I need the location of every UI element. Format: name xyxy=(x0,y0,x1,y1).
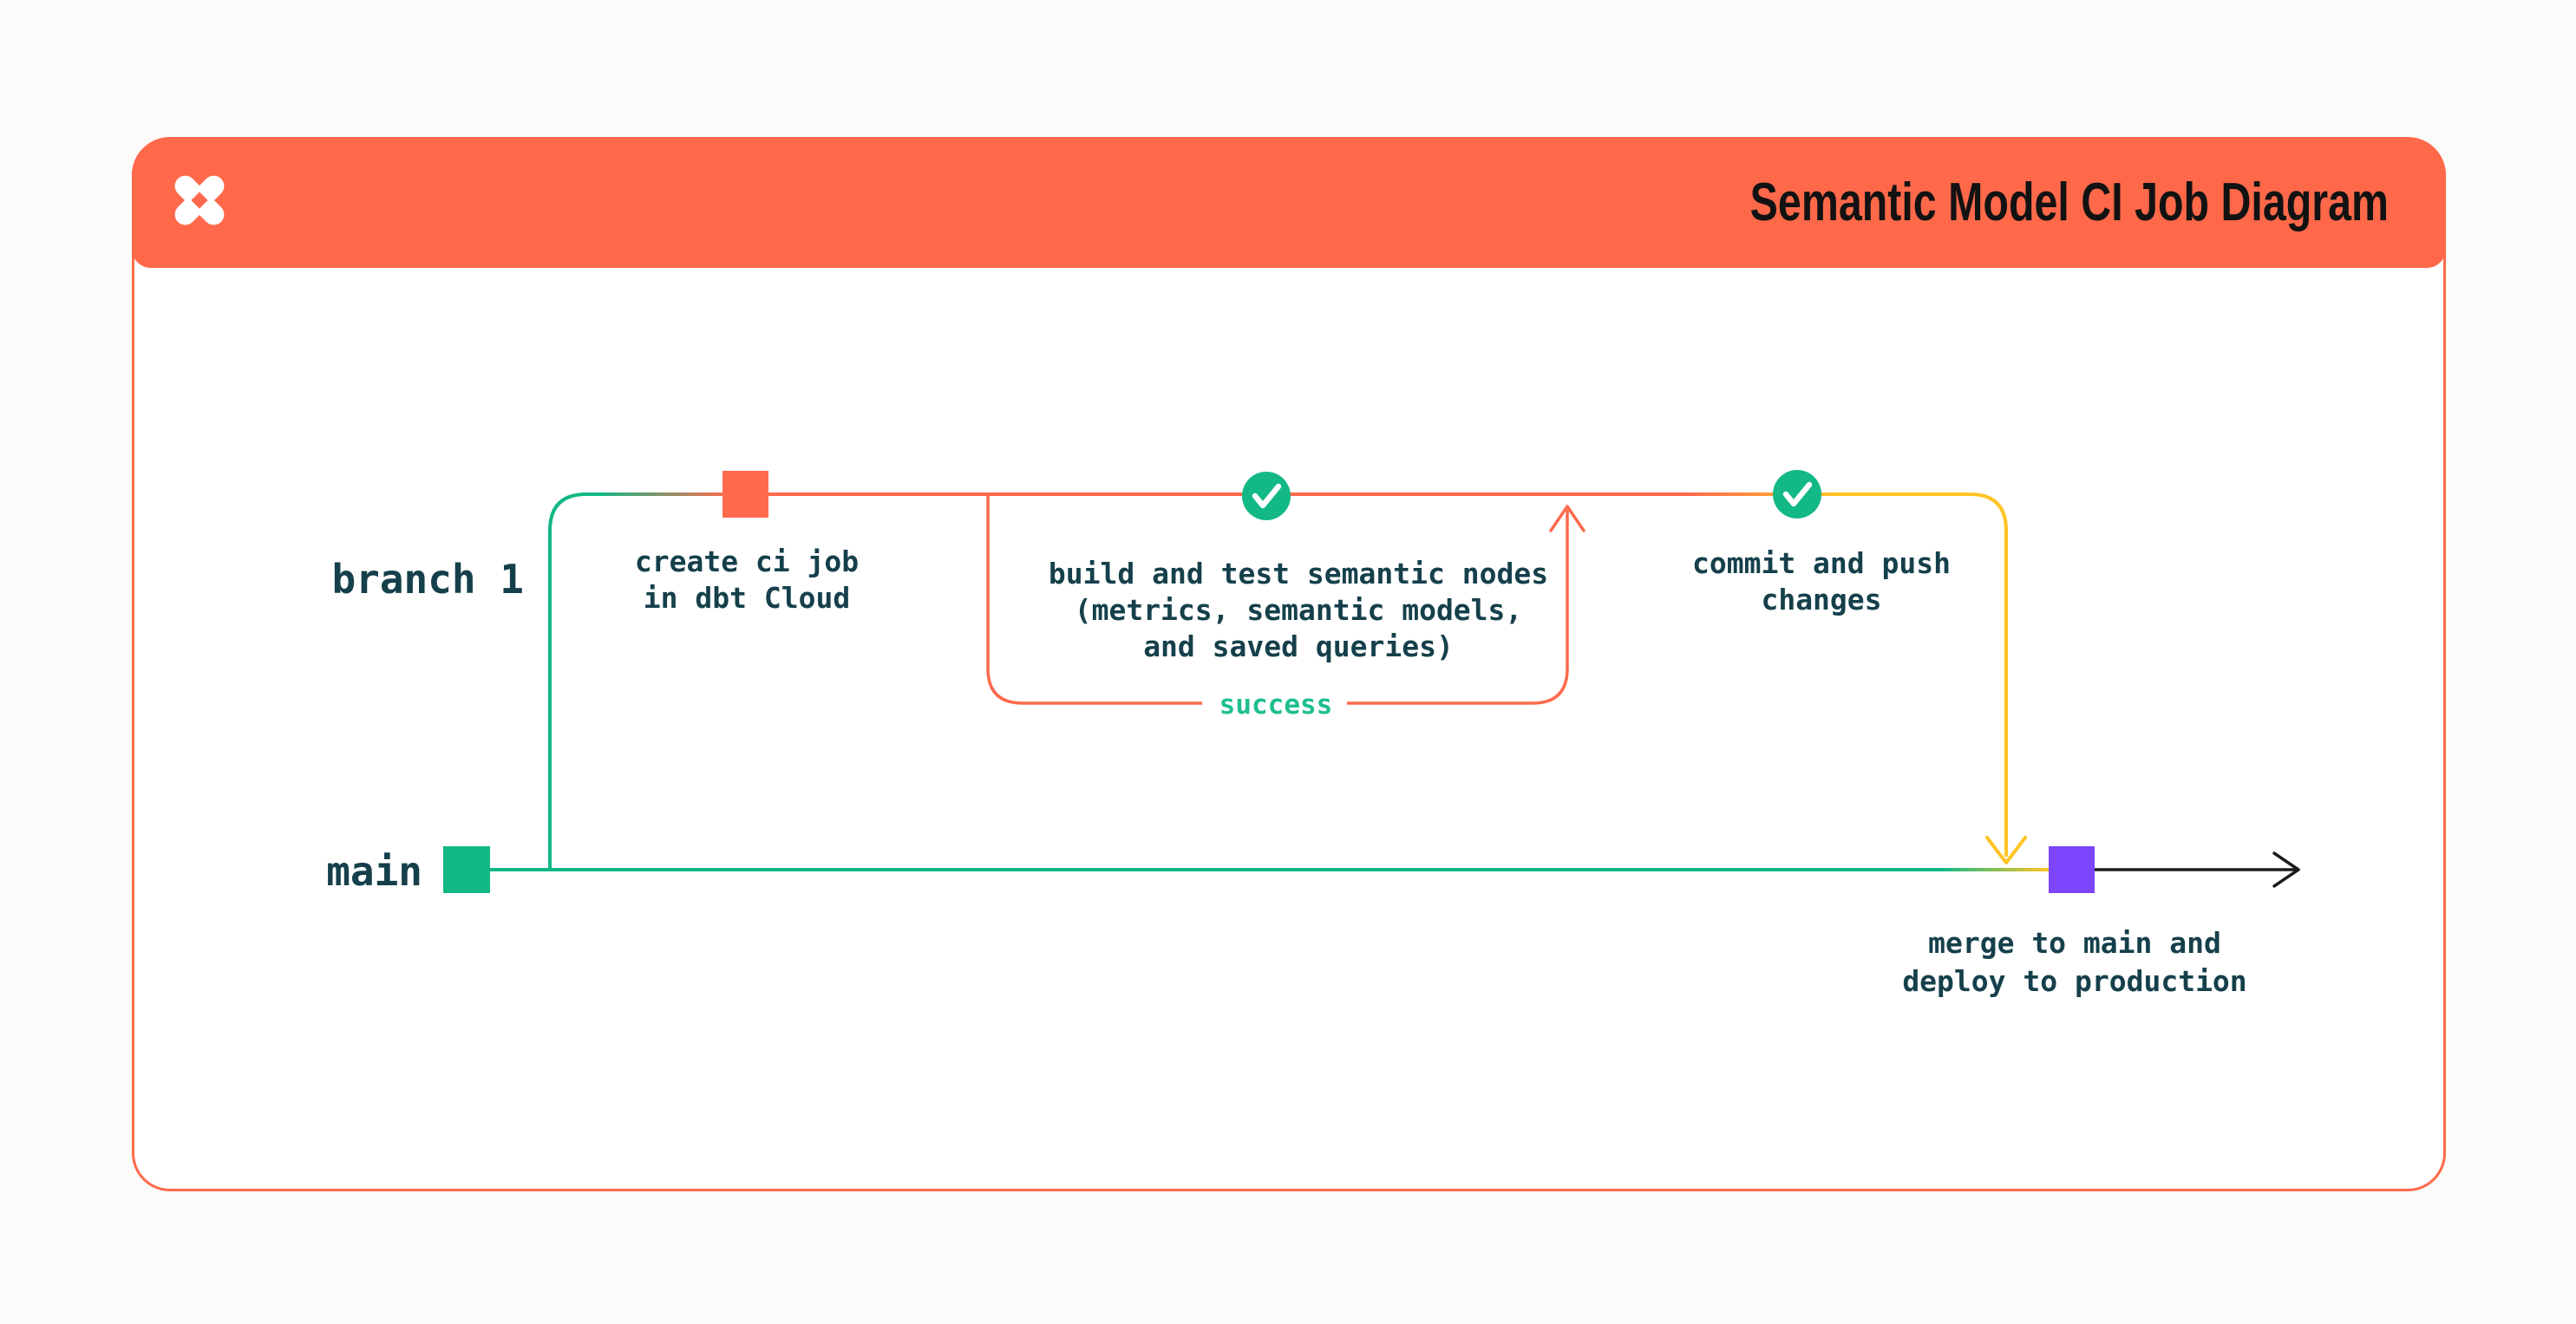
merge-text-line2: deploy to production xyxy=(1902,964,2246,998)
build-test-text-line1: build and test semantic nodes xyxy=(1049,557,1548,590)
success-up-arrowhead-icon xyxy=(1549,505,1585,532)
dbt-logo-icon xyxy=(165,166,234,235)
create-ci-text-line1: create ci job xyxy=(635,545,859,578)
branch-line-vertical xyxy=(548,492,607,870)
create-ci-text-line2: in dbt Cloud xyxy=(644,581,850,615)
card-header: Semantic Model CI Job Diagram xyxy=(132,137,2446,268)
main-label: main xyxy=(326,848,422,895)
merge-down-arrowhead-icon xyxy=(1985,836,2027,864)
merge-commit-square xyxy=(2049,846,2095,893)
commit-push-text-line2: changes xyxy=(1761,583,1881,616)
production-arrowhead-icon xyxy=(2272,851,2300,888)
create-ci-commit-square xyxy=(722,471,768,518)
diagram-card: Semantic Model CI Job Diagram xyxy=(132,137,2446,1191)
success-loop-left xyxy=(986,496,1202,705)
branch1-label: branch 1 xyxy=(331,556,524,603)
success-loop-right xyxy=(1347,510,1569,705)
main-commit-square xyxy=(443,846,490,893)
success-label: success xyxy=(1219,689,1333,721)
build-test-text-line2: (metrics, semantic models, xyxy=(1075,593,1523,627)
page-title: Semantic Model CI Job Diagram xyxy=(1749,173,2389,232)
build-test-text-line3: and saved queries) xyxy=(1143,629,1454,663)
merge-text-line1: merge to main and xyxy=(1928,926,2221,960)
dbt-logo-svg xyxy=(174,175,225,225)
commit-push-text-line1: commit and push xyxy=(1692,546,1951,580)
commit-push-check-icon xyxy=(1773,470,1821,519)
branch-line-yellow-down xyxy=(1837,492,2008,857)
build-test-check-icon xyxy=(1242,472,1291,520)
